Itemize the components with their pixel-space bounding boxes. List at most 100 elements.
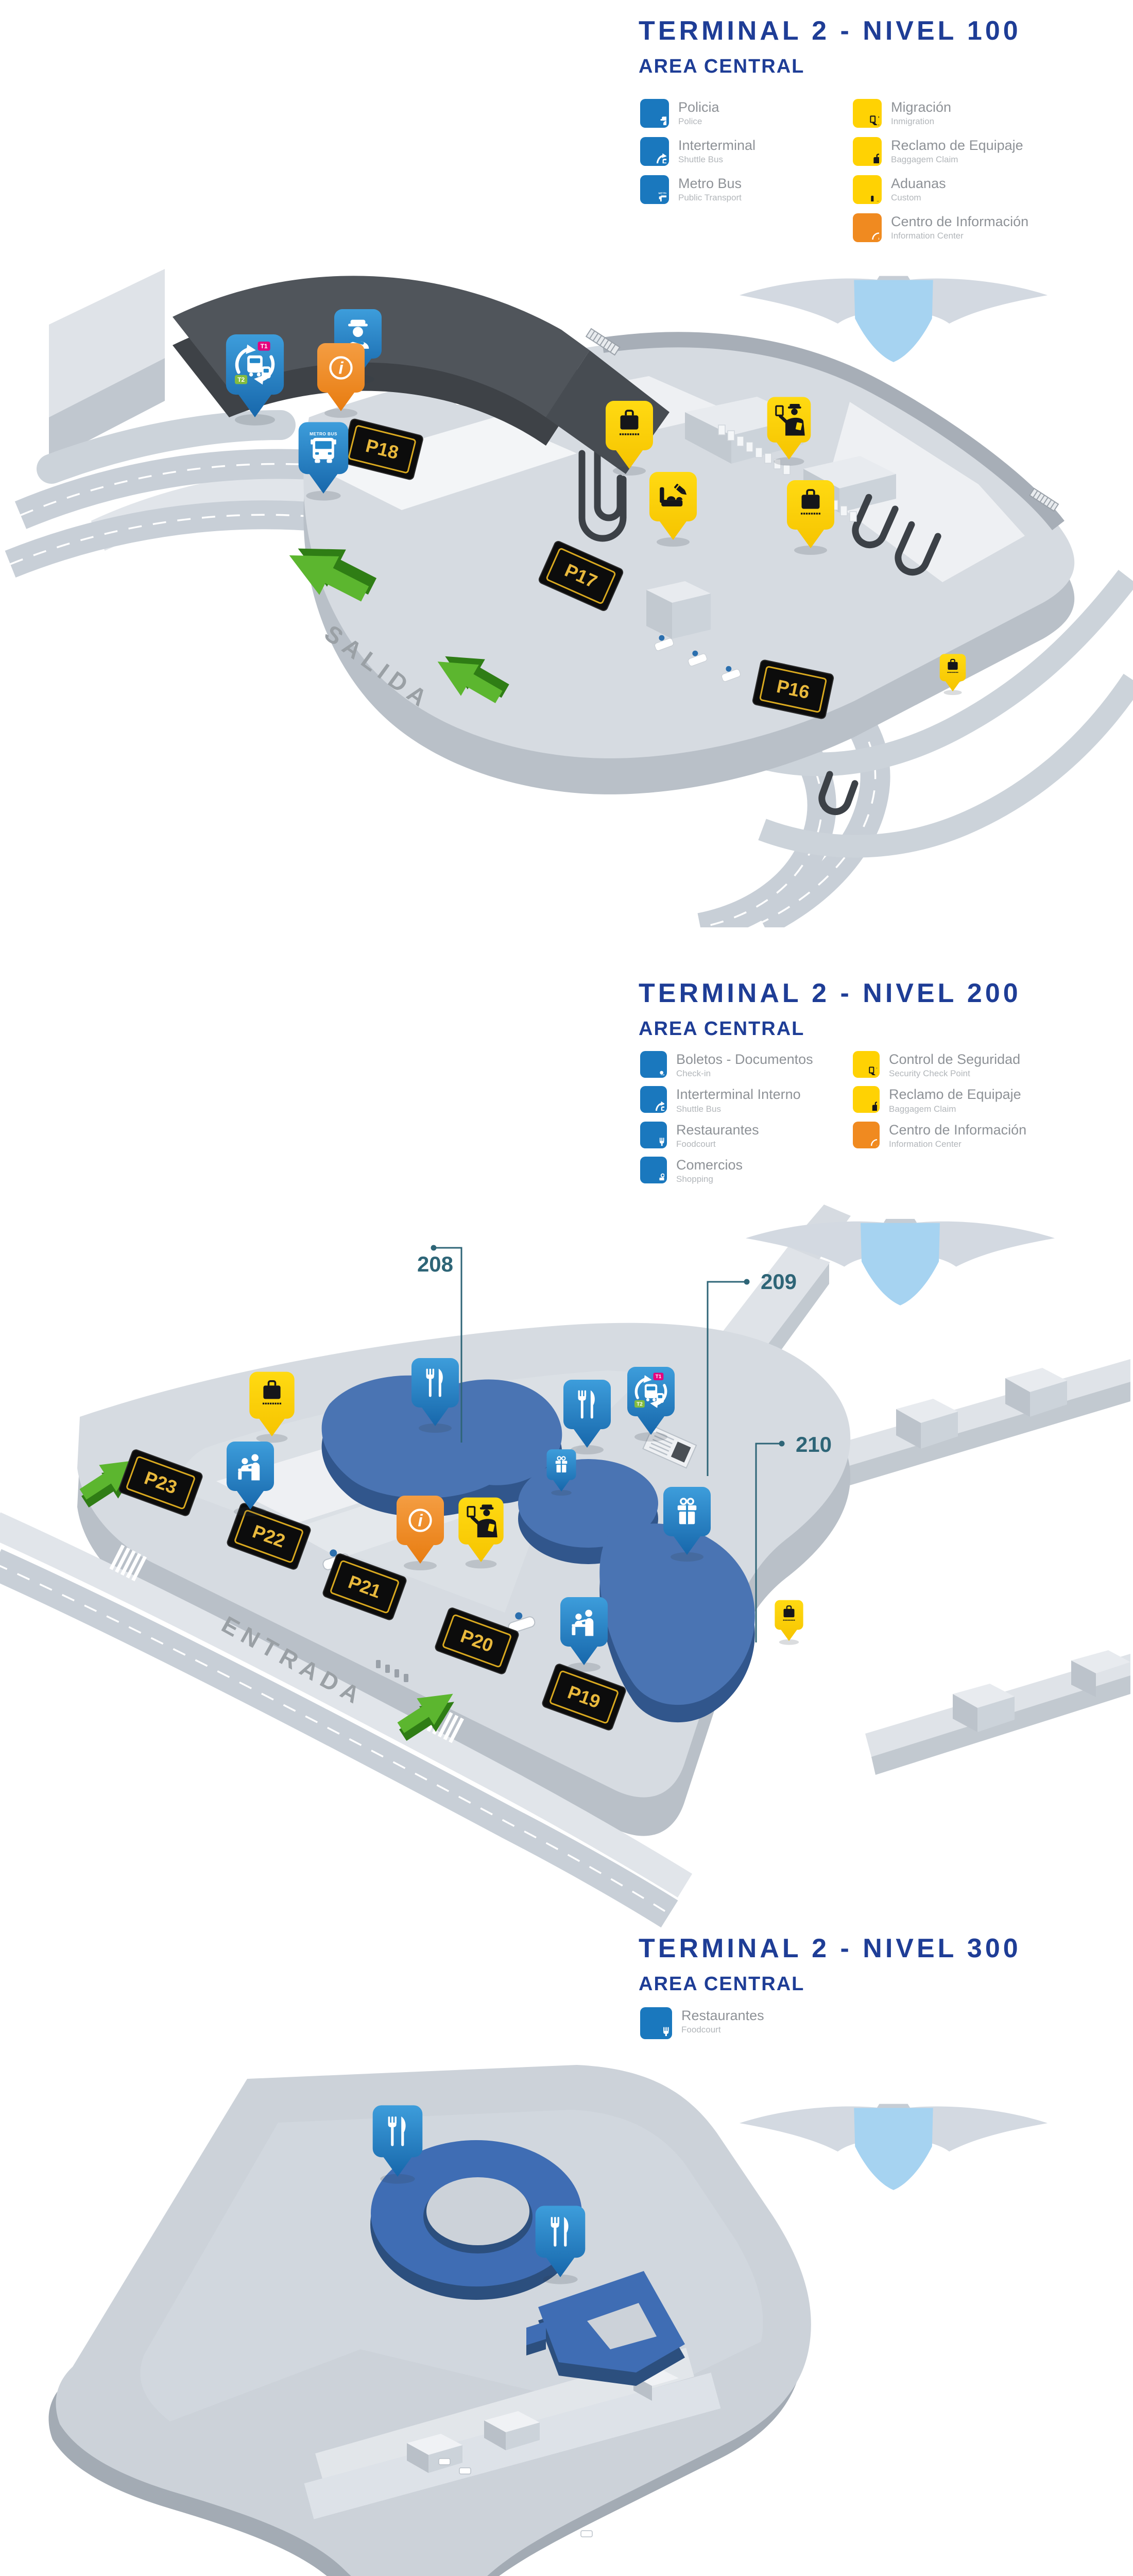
parking-sign-p16: P16 [752,659,834,719]
legend-sublabel: Shopping [676,1174,713,1184]
restaurantes-pin [563,1380,611,1454]
legend-sublabel: Information Center [889,1139,962,1149]
page-title: TERMINAL 2 - NIVEL 300 [639,1934,1021,1963]
officer-icon [853,1051,880,1078]
interterminal-pin [226,334,284,426]
legend-item-restaurantes: Restaurantes Foodcourt [640,2007,764,2039]
legend-column: Restaurantes Foodcourt [640,2007,764,2048]
svg-text:210: 210 [796,1432,832,1456]
checkin-icon [640,1051,667,1078]
rest-icon [640,1121,667,1148]
aduanas-icon [853,175,882,204]
shop-zones [321,1375,755,1723]
gate-label-209: 209 [707,1269,797,1476]
interterminal-icon [640,1086,667,1113]
section-header-nivel300: TERMINAL 2 - NIVEL 300 AREA CENTRAL [639,1933,1102,1995]
legend-label: Control de Seguridad [889,1052,1021,1067]
legend-label: Centro de Información [891,214,1029,229]
legend-sublabel: Baggagem Claim [891,155,958,165]
legend-sublabel: Baggagem Claim [889,1104,956,1114]
legend-item-migracion: Migración Inmigration [853,99,1028,128]
legend-item-aduanas: Aduanas Custom [853,175,1028,204]
officer-icon [853,99,882,128]
page-subtitle: AREA CENTRAL [639,56,805,77]
foodcourt-block [526,2271,685,2386]
legend-label: Interterminal [678,138,756,153]
map-nivel-300 [48,2065,1048,2576]
parking-sign-p22: P22 [227,1503,311,1570]
interterminal-icon [640,137,669,166]
rest-icon [640,2007,672,2039]
info-icon [853,1121,880,1148]
parking-sign-p19: P19 [542,1664,626,1731]
page-title: TERMINAL 2 - NIVEL 200 [639,978,1021,1008]
page-title: TERMINAL 2 - NIVEL 100 [639,16,1021,46]
legend-label: Migración [891,99,952,115]
legend-item-restaurantes: Restaurantes Foodcourt [640,1121,813,1149]
parking-sign-p17: P17 [538,541,624,611]
legend-sublabel: Information Center [891,231,964,241]
roads [0,1512,693,1928]
legend-sublabel: Shuttle Bus [678,155,723,165]
legend-label: Metro Bus [678,176,742,191]
baggage-carousel [578,444,941,815]
legend-sublabel: Foodcourt [676,1139,716,1149]
page-subtitle: AREA CENTRAL [639,1018,805,1040]
legend-sublabel: Public Transport [678,193,742,203]
section-header-nivel100: TERMINAL 2 - NIVEL 100 AREA CENTRAL [639,15,1102,78]
boletos-documentos-pin [227,1442,274,1516]
terminal-building [303,328,1075,815]
escalator [642,1425,697,1469]
legend-sublabel: Custom [891,193,921,203]
terminal-building [48,2065,811,2576]
legend-column: Control de Seguridad Security Check Poin… [853,1051,1026,1157]
svg-text:209: 209 [761,1269,797,1294]
control-de-seguridad-pin [458,1497,504,1569]
aduanas-pin [649,472,697,547]
legend-label: Policia [678,99,719,115]
baggage-icon [853,1086,880,1113]
gate-label-210: 210 [755,1432,832,1642]
legend-sublabel: Inmigration [891,116,935,127]
legend-item-centro-de-informacion: Centro de Información Information Center [853,213,1028,242]
gate-box [896,1368,1067,1449]
legend-item-reclamo-de-equipaje: Reclamo de Equipaje Baggagem Claim [853,137,1028,166]
terminal-minimap [739,2104,1048,2190]
reclamo-de-equipaje-pin [939,654,966,696]
escalator [585,328,1059,512]
foodcourt-ring [370,2140,582,2300]
parking-sign-p18: P18 [341,418,423,480]
legend-label: Aduanas [891,176,946,191]
legend-label: Restaurantes [676,1122,759,1138]
legend-label: Boletos - Documentos [676,1052,813,1067]
food-tables [438,2458,593,2537]
gift-icon [640,1157,667,1184]
legend-sublabel: Foodcourt [681,2025,721,2035]
legend-item-interterminal: Interterminal Shuttle Bus [640,137,756,166]
legend-label: Restaurantes [681,2008,764,2023]
legend-item-interterminal-interno: Interterminal Interno Shuttle Bus [640,1086,813,1114]
parking-sign-p20: P20 [435,1607,519,1674]
legend-item-policia: Policia Police [640,99,756,128]
legend-sublabel: Check-in [676,1069,711,1079]
restaurantes-pin [372,2105,423,2184]
legend-item-comercios: Comercios Shopping [640,1157,813,1184]
section-header-nivel200: TERMINAL 2 - NIVEL 200 AREA CENTRAL [639,978,1102,1040]
police-icon [640,99,669,128]
restaurantes-pin [535,2206,586,2284]
info-icon [853,213,882,242]
interterminal-interno-pin [627,1367,675,1442]
gate-label-208: 208 [417,1245,462,1443]
legend-label: Reclamo de Equipaje [889,1087,1021,1103]
legend-sublabel: Police [678,116,702,127]
svg-text:208: 208 [417,1252,453,1276]
legend-label: Reclamo de Equipaje [891,138,1023,153]
parking-sign-p23: P23 [118,1449,203,1516]
restaurantes-pin [411,1358,459,1433]
comercios-pin [546,1449,576,1496]
